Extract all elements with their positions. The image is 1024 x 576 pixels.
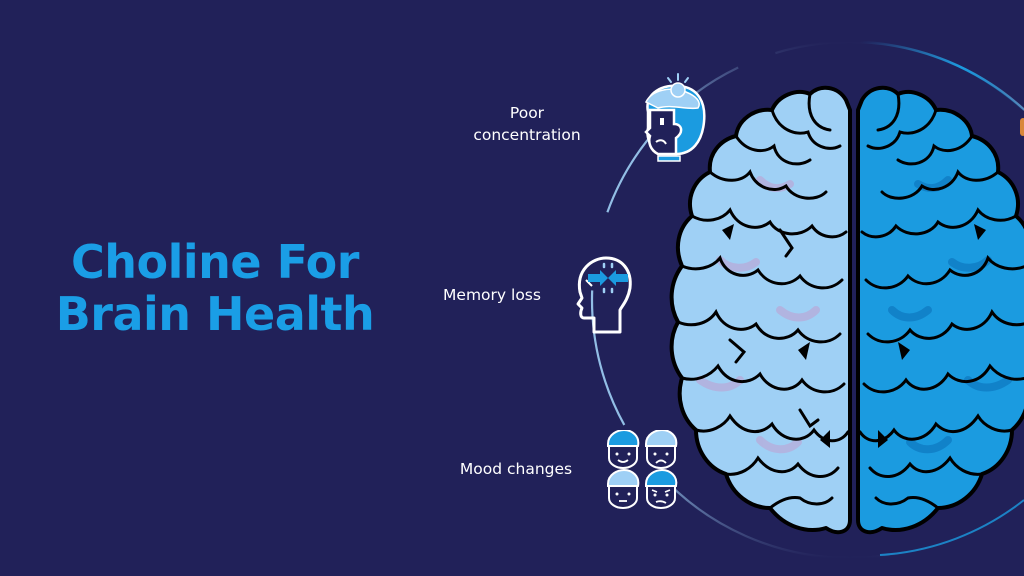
label-line-2: concentration xyxy=(473,126,581,144)
four-faces-mood-icon xyxy=(607,430,678,510)
face-happy xyxy=(607,430,640,470)
face-neutral xyxy=(607,468,640,510)
brain-illustration xyxy=(669,85,1024,535)
label-line-1: Poor xyxy=(509,104,545,122)
symptom-label-memory-loss: Memory loss xyxy=(443,286,541,304)
face-angry xyxy=(645,468,678,510)
title-line-2: Brain Health xyxy=(55,287,375,341)
head-memory-arrows-icon xyxy=(576,256,632,334)
symptom-label-poor-concentration: Poor concentration xyxy=(462,102,592,146)
partial-decoration-right-edge xyxy=(1020,118,1024,136)
face-sad xyxy=(645,430,678,470)
symptom-label-mood-changes: Mood changes xyxy=(459,460,573,478)
brain-left-hemisphere xyxy=(669,85,852,535)
confused-head-lightbulb-icon xyxy=(644,73,706,162)
title-line-1: Choline For xyxy=(71,235,359,289)
brain-right-hemisphere xyxy=(856,85,1024,535)
page-title: Choline For Brain Health xyxy=(30,236,400,340)
